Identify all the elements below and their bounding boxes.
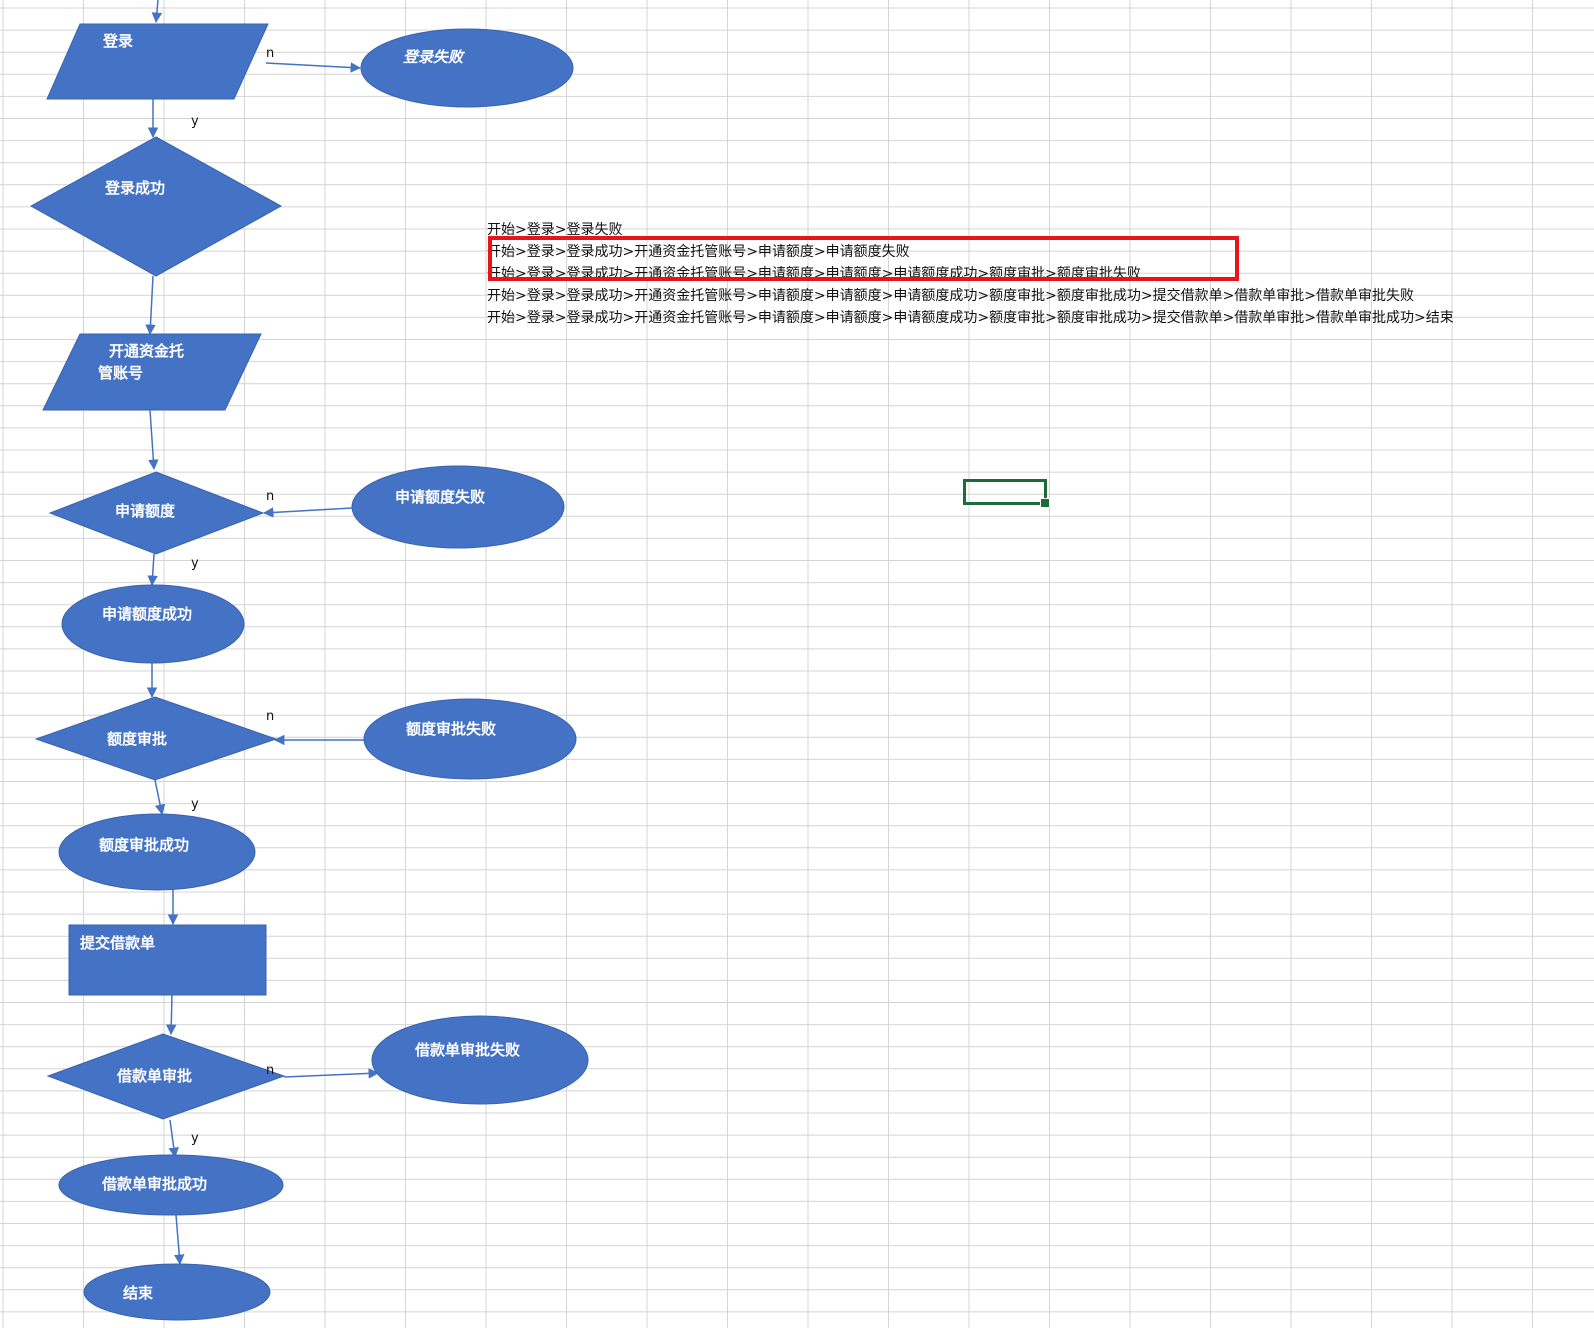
apply-quota-success-shape [61, 584, 245, 664]
fill-handle[interactable] [1040, 498, 1050, 508]
connector-apply-quota-fail-to-apply-quota [262, 507, 353, 518]
login-success-label: 登录成功 [104, 179, 165, 197]
open-account-label-line1: 开通资金托 [109, 342, 184, 360]
highlight-box [488, 236, 1239, 281]
edge-label-quota-review-no: n [266, 709, 274, 724]
loan-review-fail-shape [371, 1015, 589, 1105]
open-account-shape [42, 333, 262, 411]
login-success-shape [29, 136, 283, 277]
node-labels: 登录 登录失败 登录成功 开通资金托 管账号 申请额度 申请额度失败 申请额度成… [80, 32, 520, 1302]
loan-review-shape [46, 1033, 286, 1120]
loan-review-fail-label: 借款单审批失败 [414, 1041, 520, 1059]
quota-review-fail-label: 额度审批失败 [406, 720, 496, 738]
apply-quota-fail-shape [351, 465, 565, 549]
edge-label-apply-quota-yes: y [191, 556, 199, 571]
login-fail-shape [360, 28, 574, 108]
connector-open-account-to-apply-quota [148, 409, 159, 471]
submit-loan-shape [68, 924, 267, 996]
path-line-2: 开始>登录>登录成功>开通资金托管账号>申请额度>申请额度失败 [487, 244, 910, 260]
connectors [145, 0, 380, 1266]
path-line-4: 开始>登录>登录成功>开通资金托管账号>申请额度>申请额度>申请额度成功>额度审… [487, 288, 1415, 304]
connector-quota-review-to-success [154, 779, 166, 816]
loan-review-success-shape [58, 1154, 284, 1216]
apply-quota-shape [48, 471, 265, 555]
shapes [29, 23, 589, 1321]
quota-review-label: 额度审批 [107, 730, 167, 748]
path-line-1: 开始>登录>登录失败 [487, 222, 623, 238]
connector-loan-review-to-success [168, 1119, 179, 1159]
edge-label-login-no: n [266, 46, 274, 61]
connector-submit-loan-to-loan-review [165, 994, 177, 1036]
edge-label-apply-quota-no: n [266, 489, 274, 504]
edge-label-loan-review-yes: y [191, 1131, 199, 1146]
connector-loan-success-to-end [173, 1214, 185, 1266]
connector-top-to-login [151, 0, 163, 24]
connector-loan-review-to-loan-review-fail [283, 1068, 380, 1079]
login-shape [46, 23, 269, 100]
login-fail-label: 登录失败 [403, 48, 466, 66]
quota-review-fail-shape [363, 698, 577, 780]
apply-quota-success-label: 申请额度成功 [102, 605, 192, 623]
login-label: 登录 [102, 32, 133, 50]
edge-label-loan-review-no: n [266, 1063, 274, 1078]
edge-label-quota-review-yes: y [191, 797, 199, 812]
connector-apply-quota-to-success [147, 553, 158, 587]
quota-review-shape [34, 696, 278, 781]
loan-review-label: 借款单审批 [116, 1067, 192, 1085]
loan-review-success-label: 借款单审批成功 [101, 1175, 207, 1193]
apply-quota-label: 申请额度 [115, 502, 176, 520]
apply-quota-fail-label: 申请额度失败 [395, 488, 485, 506]
path-line-5: 开始>登录>登录成功>开通资金托管账号>申请额度>申请额度>申请额度成功>额度审… [487, 310, 1454, 326]
connector-login-success-to-open-account [145, 275, 156, 336]
submit-loan-label: 提交借款单 [80, 934, 155, 952]
quota-review-success-shape [58, 813, 256, 891]
edge-label-login-yes: y [191, 114, 199, 129]
end-label: 结束 [123, 1284, 154, 1302]
selected-cell[interactable] [963, 479, 1050, 508]
edge-labels: n y n y n y n y [191, 46, 274, 1146]
open-account-label-line2: 管账号 [98, 364, 143, 382]
quota-review-success-label: 额度审批成功 [99, 836, 189, 854]
connector-login-to-login-fail [265, 62, 362, 73]
end-shape [83, 1263, 271, 1321]
